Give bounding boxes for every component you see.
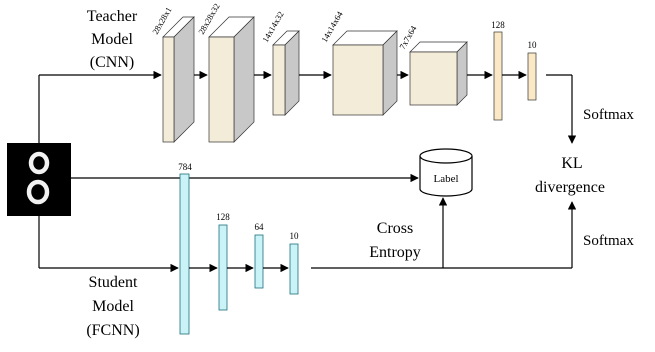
conv-block-2-front — [208, 36, 235, 143]
database-cylinder-icon — [419, 148, 473, 197]
conv-block-1-front — [162, 36, 175, 143]
student-layer-10 — [289, 243, 299, 295]
conv-block-5-side — [456, 41, 468, 106]
student-label-10: 10 — [290, 231, 300, 241]
kl-line-2: divergence — [535, 179, 605, 196]
conv-block-1-side — [173, 16, 195, 143]
student-title-line-2: Model — [92, 298, 134, 315]
teacher-conv-block-5 — [409, 41, 468, 106]
student-label-128: 128 — [216, 212, 230, 222]
student-layer-784 — [179, 173, 190, 335]
teacher-conv-block-1 — [162, 16, 195, 143]
dense-label-128: 128 — [491, 20, 505, 30]
conv-block-2-side — [233, 16, 255, 143]
teacher-conv-block-3 — [272, 30, 300, 116]
student-label-784: 784 — [178, 162, 192, 172]
digit-eight-icon — [26, 151, 50, 205]
student-network — [179, 173, 299, 335]
teacher-dense-128 — [493, 31, 503, 121]
cross-entropy-line-2: Entropy — [369, 244, 421, 261]
conv-block-5-front — [409, 51, 458, 106]
label-db-text: Label — [433, 173, 458, 185]
conv-block-3-side — [284, 30, 300, 116]
teacher-conv-block-4 — [332, 30, 398, 116]
student-layer-64 — [254, 234, 264, 289]
teacher-softmax-label: Softmax — [583, 107, 634, 123]
conv-block-3-front — [272, 44, 286, 116]
student-label-64: 64 — [255, 222, 265, 232]
student-softmax-label: Softmax — [583, 233, 634, 249]
teacher-title-line-3: (CNN) — [90, 54, 134, 71]
teacher-conv-block-2 — [208, 16, 255, 143]
conv-block-4-side — [382, 30, 398, 116]
teacher-dense-10 — [527, 52, 537, 101]
input-digit-image — [7, 143, 71, 216]
cross-entropy-line-1: Cross — [377, 220, 413, 237]
dense-label-10: 10 — [528, 40, 538, 50]
student-title-line-1: Student — [89, 274, 138, 291]
teacher-title-line-1: Teacher — [87, 8, 138, 25]
student-layer-128 — [218, 224, 228, 311]
kl-line-1: KL — [561, 155, 582, 172]
conv-block-4-front — [332, 44, 384, 116]
student-title-line-3: (FCNN) — [86, 322, 139, 339]
teacher-title-line-2: Model — [91, 31, 133, 48]
